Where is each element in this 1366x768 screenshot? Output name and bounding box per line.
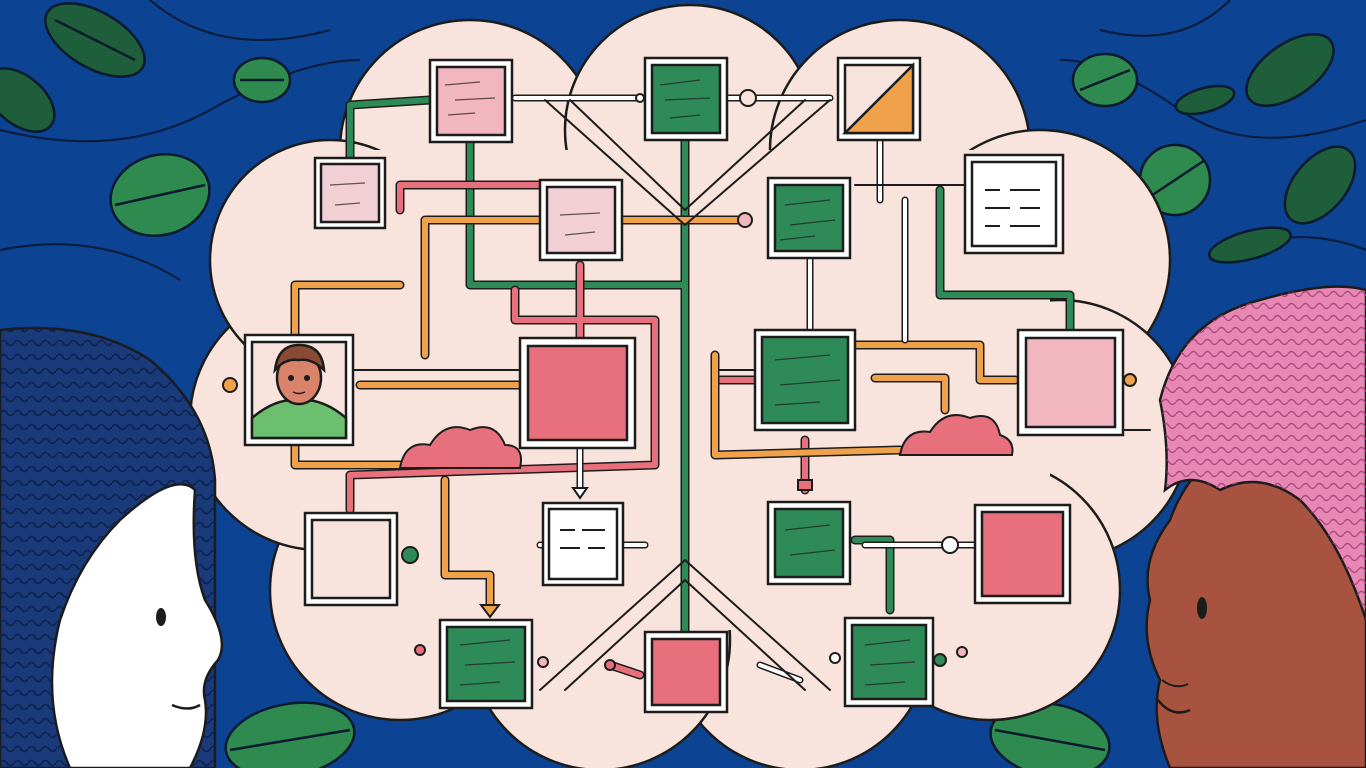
node-box xyxy=(313,156,387,230)
leaf-icon xyxy=(232,56,292,104)
diagram-boxes xyxy=(243,56,1125,714)
node-box xyxy=(843,616,935,708)
node-box xyxy=(518,336,637,450)
leaf-icon xyxy=(1071,52,1139,108)
thought-cloud xyxy=(188,3,1192,768)
arrow-down-icon xyxy=(479,604,501,619)
leaf-icon xyxy=(224,701,356,768)
leaf-icon xyxy=(0,67,56,133)
leaf-icon xyxy=(1283,145,1357,225)
document-icon xyxy=(541,501,625,587)
node-box xyxy=(973,503,1072,605)
node-box xyxy=(766,176,852,260)
leaf-icon xyxy=(44,2,146,78)
person-left xyxy=(0,326,224,768)
arrow-down-icon xyxy=(571,487,589,500)
leaf-icon xyxy=(1208,226,1292,264)
cloud-icon xyxy=(898,414,1014,456)
node-box xyxy=(303,511,399,607)
portrait-icon xyxy=(243,333,355,447)
node-box xyxy=(1016,328,1125,437)
leaf-icon xyxy=(1174,84,1236,116)
node-box xyxy=(538,178,624,262)
person-right xyxy=(1145,285,1366,768)
connector-dots xyxy=(222,89,1137,671)
leaf-icon xyxy=(1138,143,1212,217)
node-box xyxy=(753,328,857,432)
document-icon xyxy=(963,153,1065,255)
node-box xyxy=(643,630,729,714)
node-box xyxy=(428,58,514,144)
leaf-icon xyxy=(109,153,211,237)
leaf-icon xyxy=(1245,33,1335,107)
node-box xyxy=(766,500,852,586)
box-scribbles xyxy=(329,79,916,686)
cloud-icon xyxy=(398,426,522,469)
connectors xyxy=(290,94,1151,695)
leaf-icon xyxy=(989,701,1111,768)
arrow-down-icon xyxy=(797,479,813,491)
node-box xyxy=(836,56,922,142)
